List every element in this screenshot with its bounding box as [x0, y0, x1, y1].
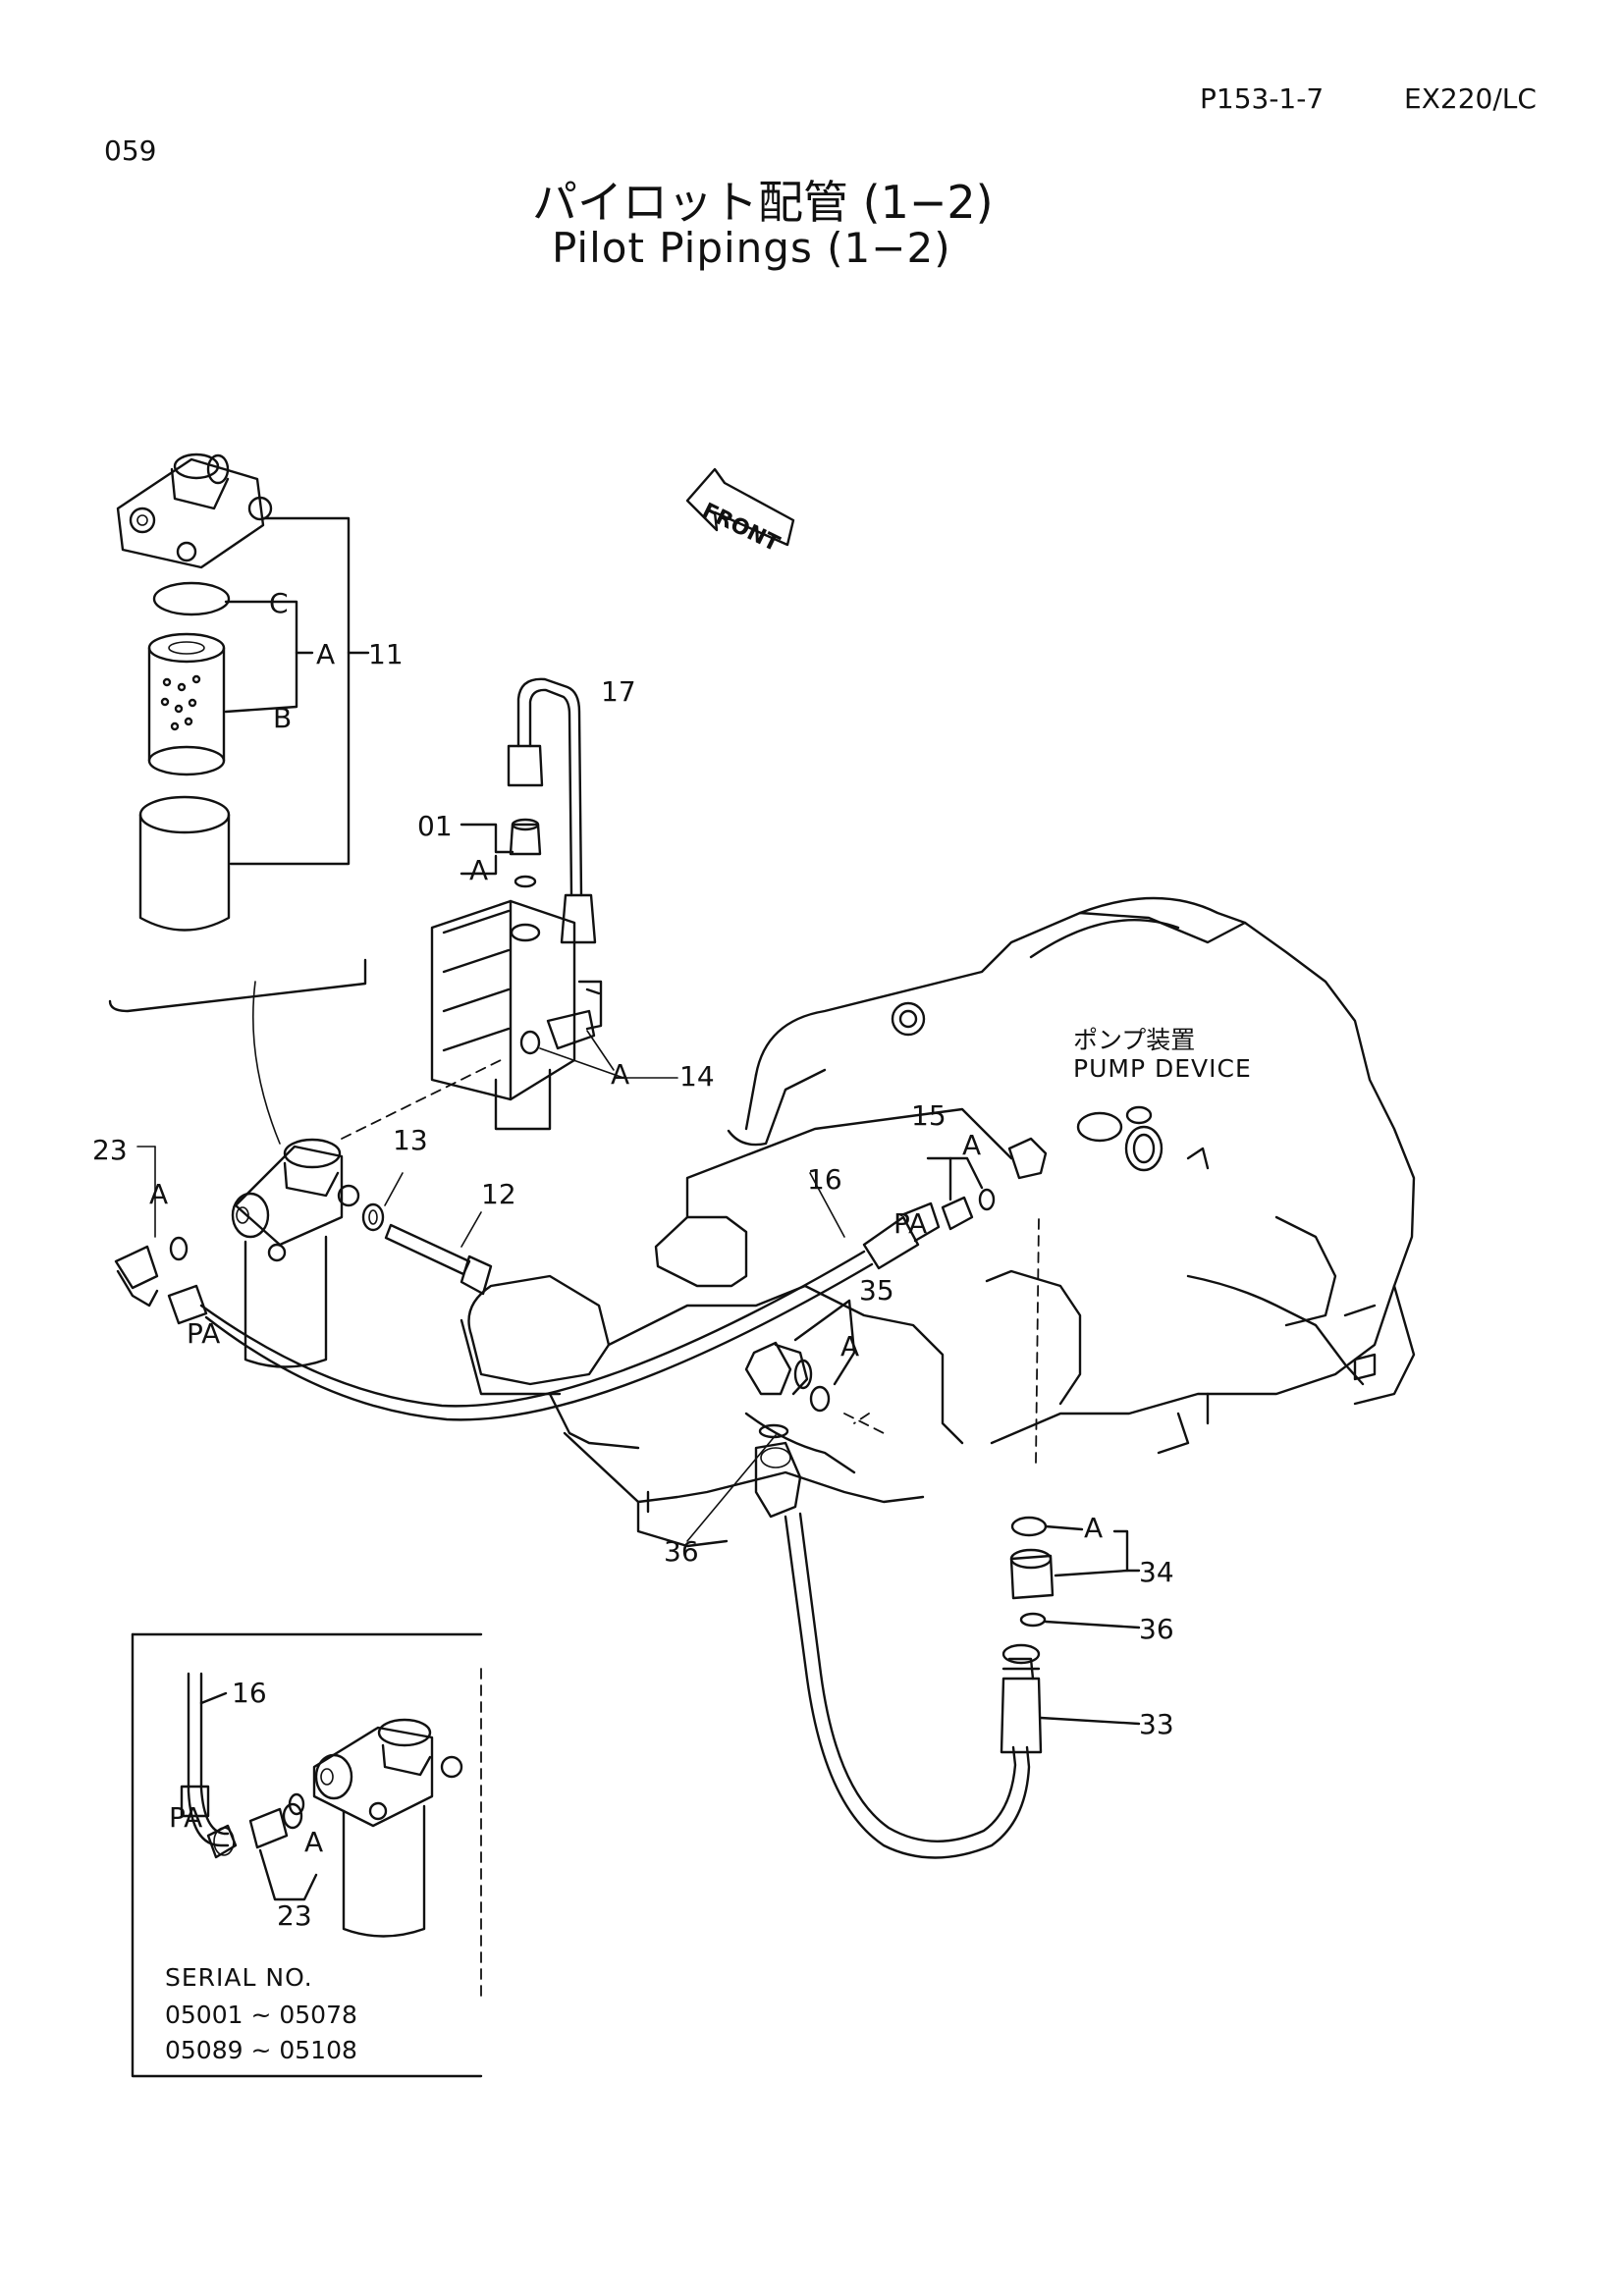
label-a-35: A [840, 1330, 860, 1362]
inset-elbow-icon [206, 1824, 238, 1859]
label-a-01: A [469, 854, 489, 886]
bolt-12-icon [384, 1223, 493, 1296]
adapter-35-icon [744, 1341, 831, 1413]
serial-range-2: 05089 ~ 05108 [165, 2036, 357, 2064]
label-16: 16 [807, 1163, 842, 1196]
inset-filter-icon [312, 1718, 463, 1938]
label-15: 15 [911, 1099, 947, 1132]
elbow-14-icon [519, 980, 603, 1055]
o-ring-23-icon [169, 1236, 189, 1261]
label-01: 01 [417, 810, 453, 842]
label-a-23: A [149, 1178, 169, 1210]
adapter-15-icon [941, 1188, 996, 1231]
adapter-34-icon [1009, 1516, 1055, 1628]
pilot-hose-16 [167, 1201, 941, 1421]
inset-frame [131, 1632, 483, 2078]
title-japanese: パイロット配管 (1−2) [532, 176, 994, 229]
filter-head-icon [116, 453, 273, 569]
serial-range-1: 05001 ~ 05078 [165, 2001, 357, 2029]
label-c: C [269, 587, 289, 619]
label-34: 34 [1139, 1556, 1174, 1588]
label-23: 23 [92, 1134, 128, 1166]
inset-label-pa: PA [169, 1801, 203, 1834]
line-filter-assembly-icon [231, 1138, 360, 1368]
inset-label-a: A [304, 1826, 324, 1858]
inset-adapter-23-icon [248, 1802, 303, 1849]
front-arrow-icon [685, 467, 795, 547]
inset-o-ring-icon [288, 1792, 305, 1816]
adapter-01-icon [509, 818, 542, 888]
label-17: 17 [601, 675, 636, 708]
label-b: B [273, 702, 293, 734]
label-a-34: A [1084, 1512, 1104, 1544]
model-number: EX220/LC [1404, 82, 1537, 115]
label-12: 12 [481, 1178, 516, 1210]
inset-label-23: 23 [277, 1899, 312, 1932]
o-ring-13-icon [361, 1202, 385, 1232]
label-36-left: 36 [664, 1535, 699, 1568]
label-13: 13 [393, 1124, 428, 1156]
page-number: 059 [104, 134, 157, 167]
title-english: Pilot Pipings (1−2) [552, 224, 951, 272]
label-14: 14 [679, 1060, 715, 1093]
label-33: 33 [1139, 1708, 1174, 1740]
inset-label-16: 16 [232, 1677, 267, 1709]
label-a-top: A [316, 638, 336, 670]
pump-device-label-jp: ポンプ装置 [1073, 1026, 1196, 1054]
o-ring-c-icon [152, 581, 231, 616]
pump-device-label-en: PUMP DEVICE [1073, 1054, 1252, 1083]
elbow-23-icon [114, 1245, 159, 1308]
pilot-valve-block-icon [430, 899, 576, 1131]
inset-hose-icon [180, 1672, 230, 1847]
label-a-15: A [962, 1129, 982, 1161]
label-pa-left: PA [187, 1317, 221, 1350]
label-pa-16: PA [893, 1207, 928, 1240]
pump-device-icon [460, 896, 1416, 1548]
serial-number-heading: SERIAL NO. [165, 1963, 313, 1992]
label-35: 35 [859, 1274, 894, 1307]
pilot-hose-33 [754, 1441, 1043, 1859]
filter-element-icon [147, 632, 226, 776]
label-11: 11 [368, 638, 404, 670]
label-a-14: A [611, 1058, 630, 1091]
filter-case-icon [138, 795, 231, 932]
pilot-pipe-17 [507, 677, 597, 944]
label-36-right: 36 [1139, 1613, 1174, 1645]
page-reference: P153-1-7 [1200, 82, 1325, 115]
